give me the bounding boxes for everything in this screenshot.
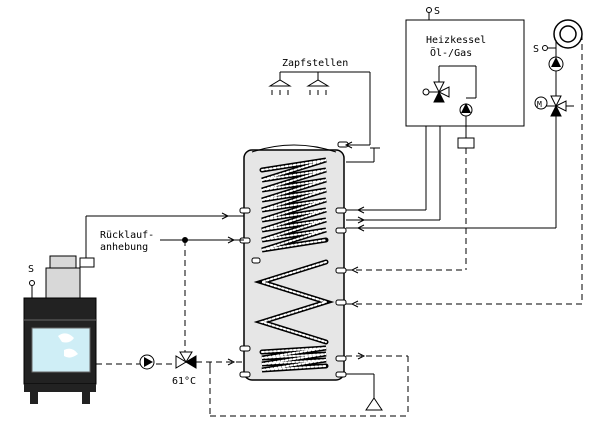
boiler-label-line2: Öl-/Gas bbox=[430, 46, 472, 59]
boiler-box: S Heizkessel Öl-/Gas bbox=[405, 6, 525, 127]
solar-collector bbox=[553, 19, 583, 49]
boiler-three-way-valve bbox=[422, 81, 450, 103]
boiler-pump bbox=[459, 103, 473, 117]
junction-dot bbox=[182, 237, 188, 243]
return-boost-label-line2: anhebung bbox=[100, 242, 148, 253]
upper-heat-exchanger-coil bbox=[259, 157, 329, 253]
solar-pump-icon bbox=[548, 56, 564, 72]
valve-temperature-label: 61°C bbox=[172, 376, 196, 387]
stove bbox=[23, 255, 97, 404]
motor-label: M bbox=[537, 100, 542, 109]
stove-sensor-label: S bbox=[28, 264, 34, 275]
solar-heat-exchanger-coil bbox=[253, 259, 335, 345]
stove-flow-meter-icon bbox=[79, 257, 95, 268]
cold-water-inlet-icon bbox=[365, 397, 383, 411]
boiler-label-line1: Heizkessel bbox=[426, 35, 486, 46]
return-boost-label-line1: Rücklauf- bbox=[100, 230, 154, 241]
buffer-tank bbox=[239, 141, 349, 381]
boiler-sensor-label: S bbox=[434, 6, 440, 17]
return-three-way-valve bbox=[175, 351, 197, 369]
solar-sensor-label: S bbox=[533, 44, 539, 55]
lower-heat-exchanger-coil bbox=[259, 345, 329, 373]
tap-right-icon bbox=[306, 72, 330, 95]
tap-left-icon bbox=[268, 72, 292, 95]
return-pump-icon bbox=[139, 354, 155, 370]
taps-label: Zapfstellen bbox=[282, 58, 348, 69]
motor-valve: M bbox=[534, 95, 567, 117]
flow-meter-icon bbox=[457, 137, 475, 149]
